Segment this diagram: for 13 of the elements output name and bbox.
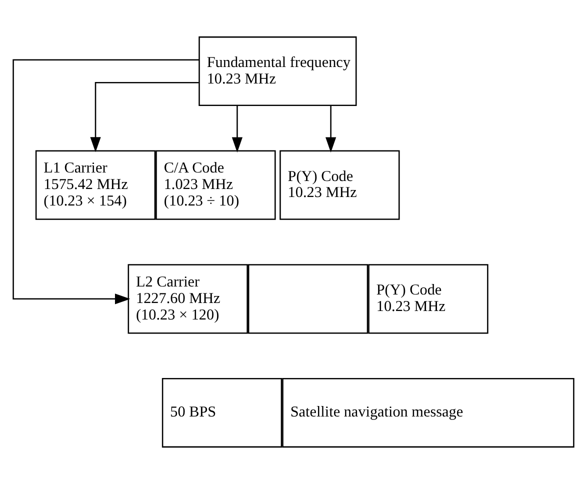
node-box: Satellite navigation message bbox=[282, 378, 574, 448]
node-box bbox=[248, 264, 368, 334]
arrow bbox=[232, 104, 243, 152]
node-box: 50 BPS bbox=[162, 378, 282, 448]
node-box: P(Y) Code 10.23 MHz bbox=[280, 150, 400, 220]
node-box: Fundamental frequency 10.23 MHz bbox=[198, 36, 357, 106]
node-box: L2 Carrier 1227.60 MHz (10.23 × 120) bbox=[128, 264, 248, 334]
arrow bbox=[12, 58, 200, 304]
node-box: L1 Carrier 1575.42 MHz (10.23 × 154) bbox=[35, 150, 156, 220]
node-box: C/A Code 1.023 MHz (10.23 ÷ 10) bbox=[156, 150, 276, 220]
node-box: P(Y) Code 10.23 MHz bbox=[368, 264, 488, 334]
arrow bbox=[326, 104, 336, 152]
arrow bbox=[90, 81, 199, 152]
